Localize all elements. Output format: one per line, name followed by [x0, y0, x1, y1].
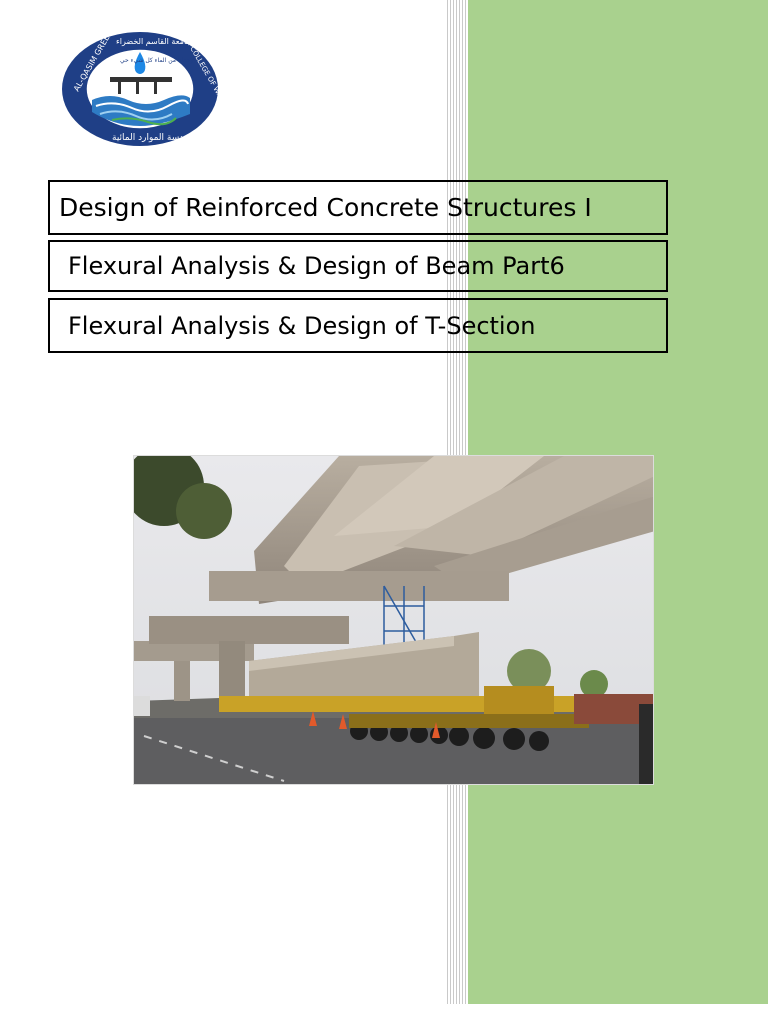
university-logo: AL-QASIM GREEN UNIVERSITY COLLEGE OF WAT… [60, 0, 253, 150]
course-title: Design of Reinforced Concrete Structures… [48, 180, 668, 235]
bridge-girder-photo [133, 455, 654, 785]
subtopic-title: Flexural Analysis & Design of T-Section [48, 298, 668, 353]
svg-text:جامعة القاسم الخضراء: جامعة القاسم الخضراء [116, 37, 191, 46]
svg-text:وجعلنا من الماء كل شيء حي: وجعلنا من الماء كل شيء حي [120, 57, 193, 64]
svg-text:كلية هندسة الموارد المائية: كلية هندسة الموارد المائية [112, 133, 210, 143]
topic-title: Flexural Analysis & Design of Beam Part6 [48, 240, 668, 292]
